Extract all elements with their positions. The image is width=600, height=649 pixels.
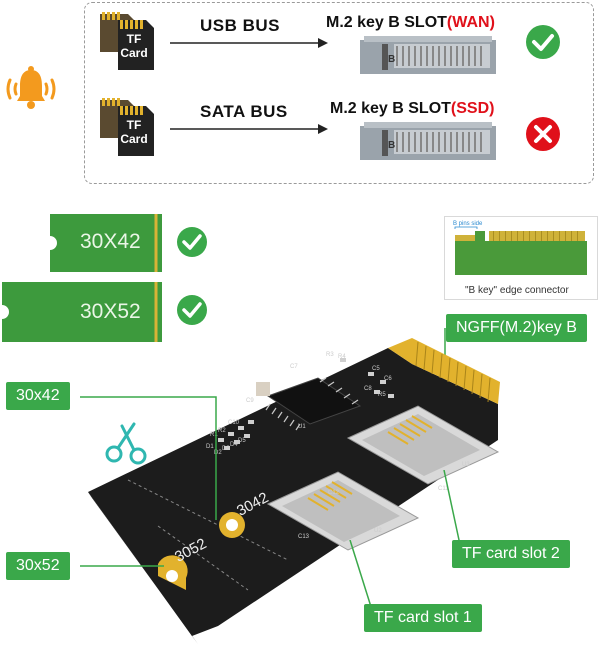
arrow-right-icon [170, 36, 330, 54]
ngff-callout: NGFF(M.2)key B [446, 314, 587, 342]
silk-u3: U3 [462, 462, 470, 468]
size-30x52-leader-line [80, 565, 164, 567]
m2-slot-key-letter: B [388, 140, 396, 151]
scissors-icon [104, 420, 150, 471]
m2-slot-graphic [360, 36, 500, 78]
tf-slot-1-leader-line [349, 540, 373, 611]
edge-connector-caption: "B key" edge connector [465, 285, 569, 296]
silk-r2: R2 [218, 428, 226, 434]
size-30x52-callout: 30x52 [6, 552, 70, 580]
tf-slot-2-leader-line [443, 470, 463, 555]
silk-r3: R3 [326, 352, 334, 358]
edge-connector-diagram: B pins side "B key" edge connector [444, 216, 598, 300]
module-30x42 [50, 214, 162, 272]
silk-c5: C5 [372, 366, 380, 372]
m2-slot-graphic [360, 122, 500, 164]
module-size-label: 30X52 [80, 300, 141, 323]
tf-slot-1-callout: TF card slot 1 [364, 604, 482, 632]
error-x-circle-icon [525, 116, 561, 157]
size-30x42-callout: 30x42 [6, 382, 70, 410]
silk-d5: D5 [238, 438, 246, 444]
usb-bus-label: USB BUS [200, 16, 281, 35]
silk-c13: C13 [298, 534, 310, 540]
silk-u1: U1 [298, 424, 306, 430]
module-size-label: 30X42 [80, 230, 141, 253]
pins-side-label: B pins side [453, 221, 483, 227]
silk-d3: D3 [222, 446, 230, 452]
check-circle-icon [525, 24, 561, 65]
silk-u2: U2 [374, 528, 382, 534]
silk-c9: C9 [246, 398, 254, 404]
tf-slot-2-callout: TF card slot 2 [452, 540, 570, 568]
silk-c7: C7 [290, 364, 298, 370]
silk-r5: R5 [378, 392, 386, 398]
silk-c8: C8 [364, 386, 372, 392]
sata-bus-label: SATA BUS [200, 102, 288, 121]
bus-compatibility-panel [84, 2, 594, 184]
silk-d2: D2 [214, 450, 222, 456]
silk-d1: D1 [206, 444, 214, 450]
module-30x52 [2, 282, 162, 342]
silk-c10: C10 [228, 420, 240, 426]
tf-card-icon [100, 98, 156, 158]
adapter-pcb: 3042 3052 C9 C7 R4 C5 C6 U1 C10 D1 U3 U2… [88, 320, 508, 644]
m2-slot-wan-label: M.2 key B SLOT(WAN) [326, 14, 495, 31]
silk-r1: R1 [210, 432, 218, 438]
m2-slot-key-letter: B [388, 54, 396, 65]
silk-r4: R4 [338, 354, 346, 360]
arrow-right-icon [170, 122, 330, 140]
check-circle-icon [176, 226, 208, 263]
m2-slot-ssd-label: M.2 key B SLOT(SSD) [330, 100, 495, 117]
check-circle-icon [176, 294, 208, 331]
silk-d4: D4 [230, 442, 238, 448]
size-30x42-leader-line [80, 396, 217, 520]
silk-c12: C12 [328, 490, 340, 496]
silk-c6: C6 [384, 376, 392, 382]
bell-icon [2, 64, 60, 114]
silk-c11: C11 [438, 486, 449, 492]
tf-card-icon [100, 12, 156, 72]
